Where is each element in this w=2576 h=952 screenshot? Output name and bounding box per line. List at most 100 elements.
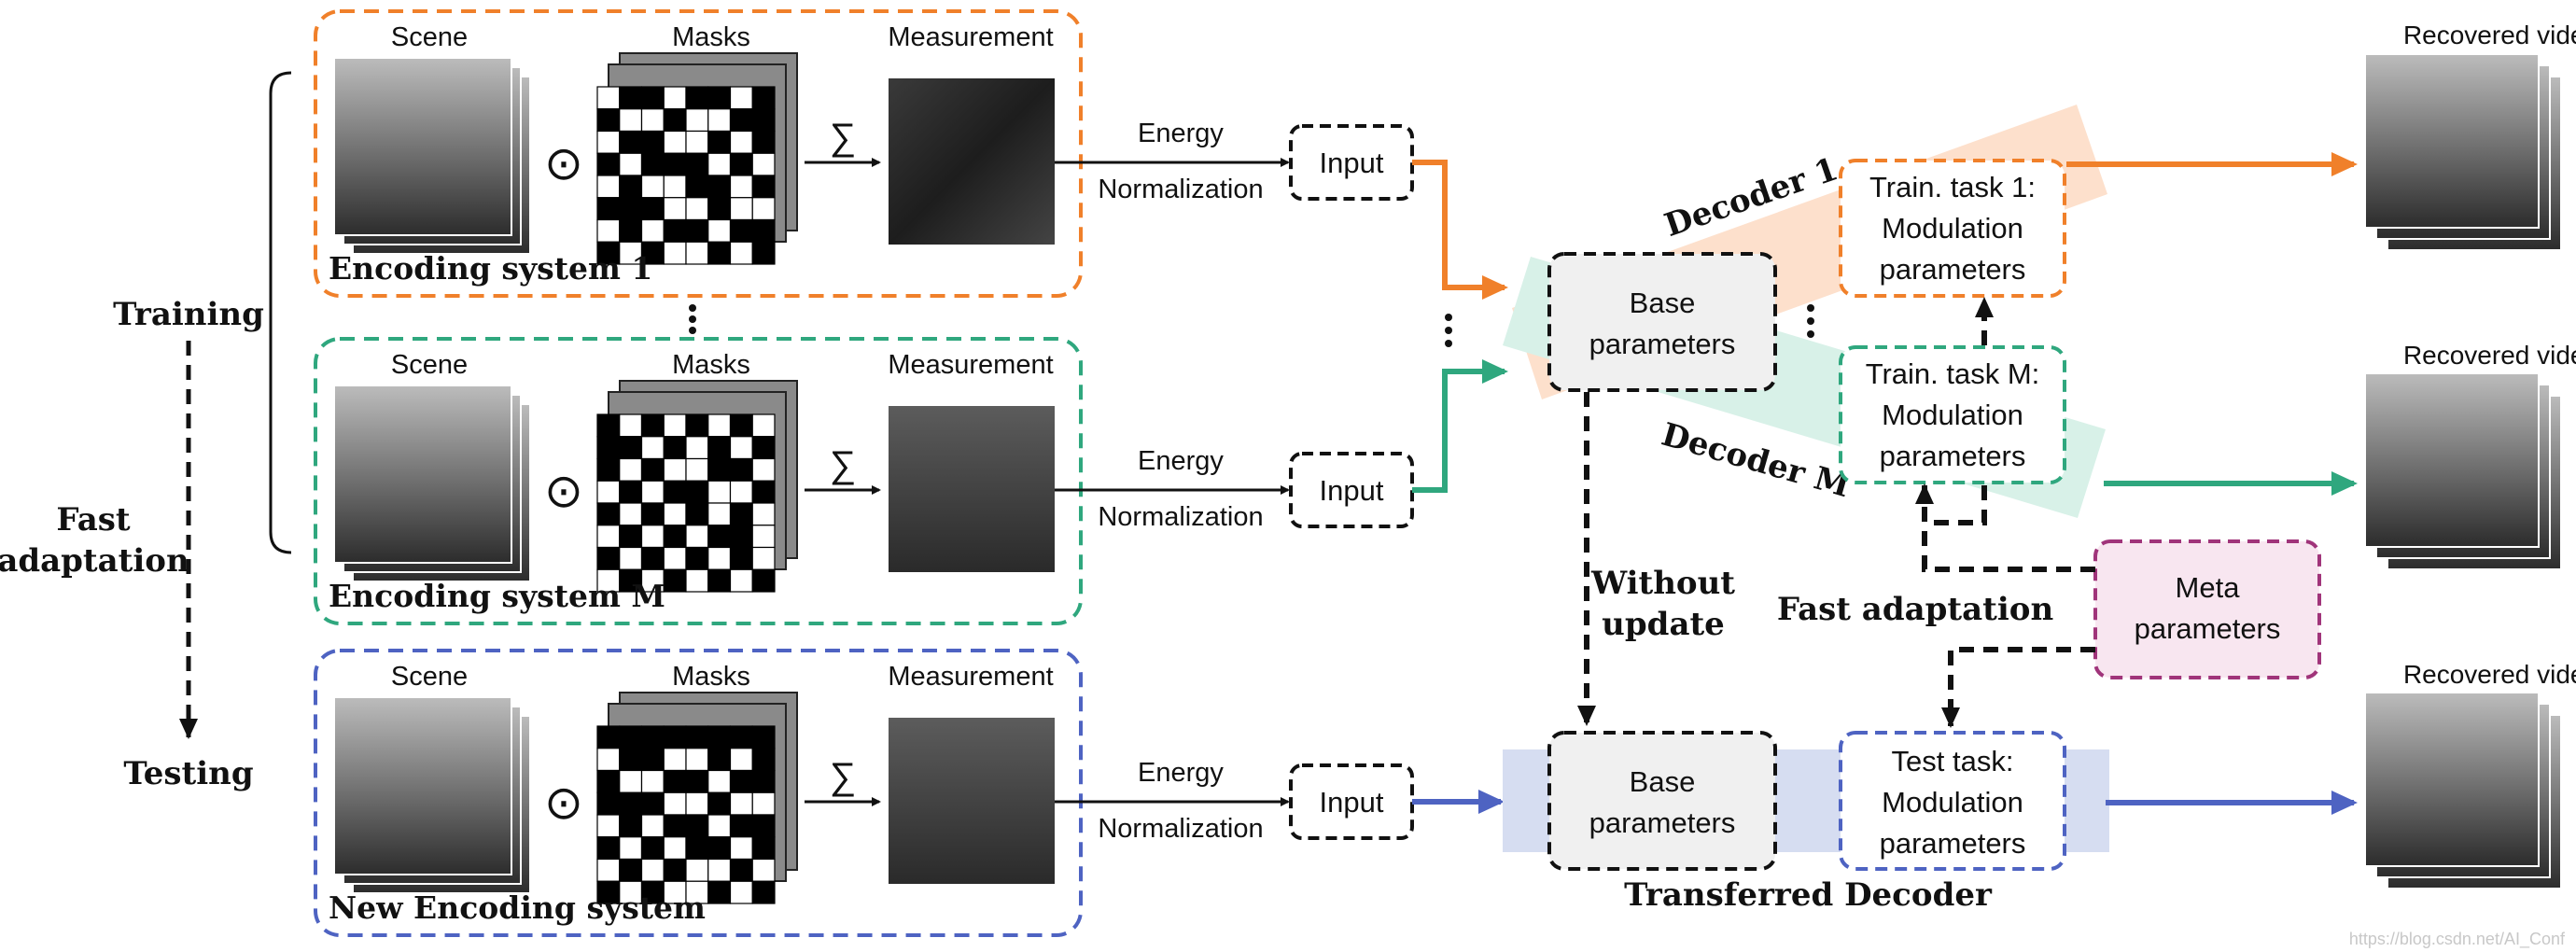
mask-cell (663, 175, 687, 199)
base-parameters-label-2: parameters (1589, 328, 1736, 360)
mask-cell (729, 130, 753, 154)
mask-cell (640, 546, 665, 570)
system-frame (314, 9, 1083, 298)
transferred-decoder-label: Transferred Decoder (1624, 876, 1993, 914)
mask-cell (751, 86, 776, 110)
recovered-frame (2364, 692, 2540, 867)
tasks-ellipsis (1807, 304, 1814, 338)
mask-cell (707, 241, 732, 265)
mask-cell (619, 814, 643, 838)
systems-ellipsis (689, 304, 696, 334)
test-task-line1: Test task: (1892, 745, 2014, 777)
scene-frame (333, 385, 512, 564)
mask-cell (707, 108, 732, 133)
sum-symbol: ∑ (830, 117, 857, 158)
mask-cell (663, 457, 687, 482)
recovered-videos: Recovered videoRecovered videoRecovered … (2364, 21, 2576, 889)
mask-cell (596, 814, 621, 838)
mask-cell (663, 836, 687, 861)
recovered-video-3: Recovered video (2364, 660, 2576, 889)
mask-cell (619, 836, 643, 861)
mask-cell (729, 525, 753, 549)
mask-cell (707, 197, 732, 221)
mask-cell (619, 108, 643, 133)
fast-adaptation-arrow-label: Fast adaptation (1777, 591, 2053, 628)
mask-cell (729, 241, 753, 265)
mask-cell (596, 836, 621, 861)
mask-cell (663, 748, 687, 772)
scene-header: Scene (391, 22, 468, 52)
mask-cell (685, 769, 709, 793)
base-parameters-training: Base parameters (1547, 252, 1777, 392)
mask-cell (596, 197, 621, 221)
mask-cell (751, 197, 776, 221)
mask-cell (663, 86, 687, 110)
mask-cell (751, 836, 776, 861)
mask-cell (596, 791, 621, 816)
meta-parameters-line2: parameters (2135, 612, 2281, 645)
sum-symbol: ∑ (830, 444, 857, 485)
measurement-header: Measurement (888, 350, 1053, 380)
hadamard-product-symbol: ⊙ (544, 137, 583, 189)
mask-cell (729, 436, 753, 460)
masks-header: Masks (672, 22, 750, 52)
mask-cell (640, 108, 665, 133)
mask-cell (619, 218, 643, 243)
test-task-box: Test task: Modulation parameters (1839, 731, 2066, 871)
mask-cell (640, 791, 665, 816)
mask-cell (663, 769, 687, 793)
system-title: New Encoding system (329, 889, 706, 926)
mask-cell (729, 457, 753, 482)
mask-cell (596, 457, 621, 482)
mask-cell (707, 218, 732, 243)
mask-cell (729, 152, 753, 176)
mask-cell (619, 457, 643, 482)
mask-cell (751, 457, 776, 482)
mask-cell (707, 814, 732, 838)
recovered-video-label: Recovered video (2403, 21, 2576, 49)
recovered-video-label: Recovered video (2403, 341, 2576, 370)
mask-cell (619, 152, 643, 176)
mask-cell (685, 130, 709, 154)
mask-cell (729, 108, 753, 133)
mask-cell (707, 413, 732, 438)
mask-cell (663, 858, 687, 882)
mask-cell (640, 436, 665, 460)
mask-cell (707, 502, 732, 526)
mask-cell (707, 457, 732, 482)
base-parameters-test-label-2: parameters (1589, 806, 1736, 839)
mask-cell (751, 748, 776, 772)
mask-grid (596, 725, 776, 904)
mask-cell (596, 152, 621, 176)
mask-cell (707, 748, 732, 772)
test-task-line2: Modulation (1882, 786, 2023, 819)
mask-cell (751, 218, 776, 243)
mask-cell (729, 748, 753, 772)
mask-cell (640, 86, 665, 110)
mask-cell (640, 858, 665, 882)
system-title: Encoding system M (329, 578, 665, 614)
mask-cell (751, 725, 776, 749)
mask-cell (751, 814, 776, 838)
mask-cell (751, 880, 776, 904)
mask-cell (685, 436, 709, 460)
mask-cell (663, 436, 687, 460)
recovered-video-label: Recovered video (2403, 660, 2576, 689)
measurement-header: Measurement (888, 662, 1053, 692)
train-task-M-line1: Train. task M: (1866, 357, 2040, 390)
mask-cell (640, 197, 665, 221)
mask-cell (685, 457, 709, 482)
mask-cell (596, 480, 621, 504)
mask-cell (707, 130, 732, 154)
mask-cell (596, 86, 621, 110)
mask-cell (751, 858, 776, 882)
mask-cell (663, 480, 687, 504)
testing-label: Testing (123, 755, 253, 792)
mask-cell (640, 525, 665, 549)
hadamard-product-symbol: ⊙ (544, 465, 583, 517)
mask-cell (729, 836, 753, 861)
mask-cell (640, 152, 665, 176)
train-task-M-line3: parameters (1880, 440, 2026, 472)
mask-cell (619, 413, 643, 438)
